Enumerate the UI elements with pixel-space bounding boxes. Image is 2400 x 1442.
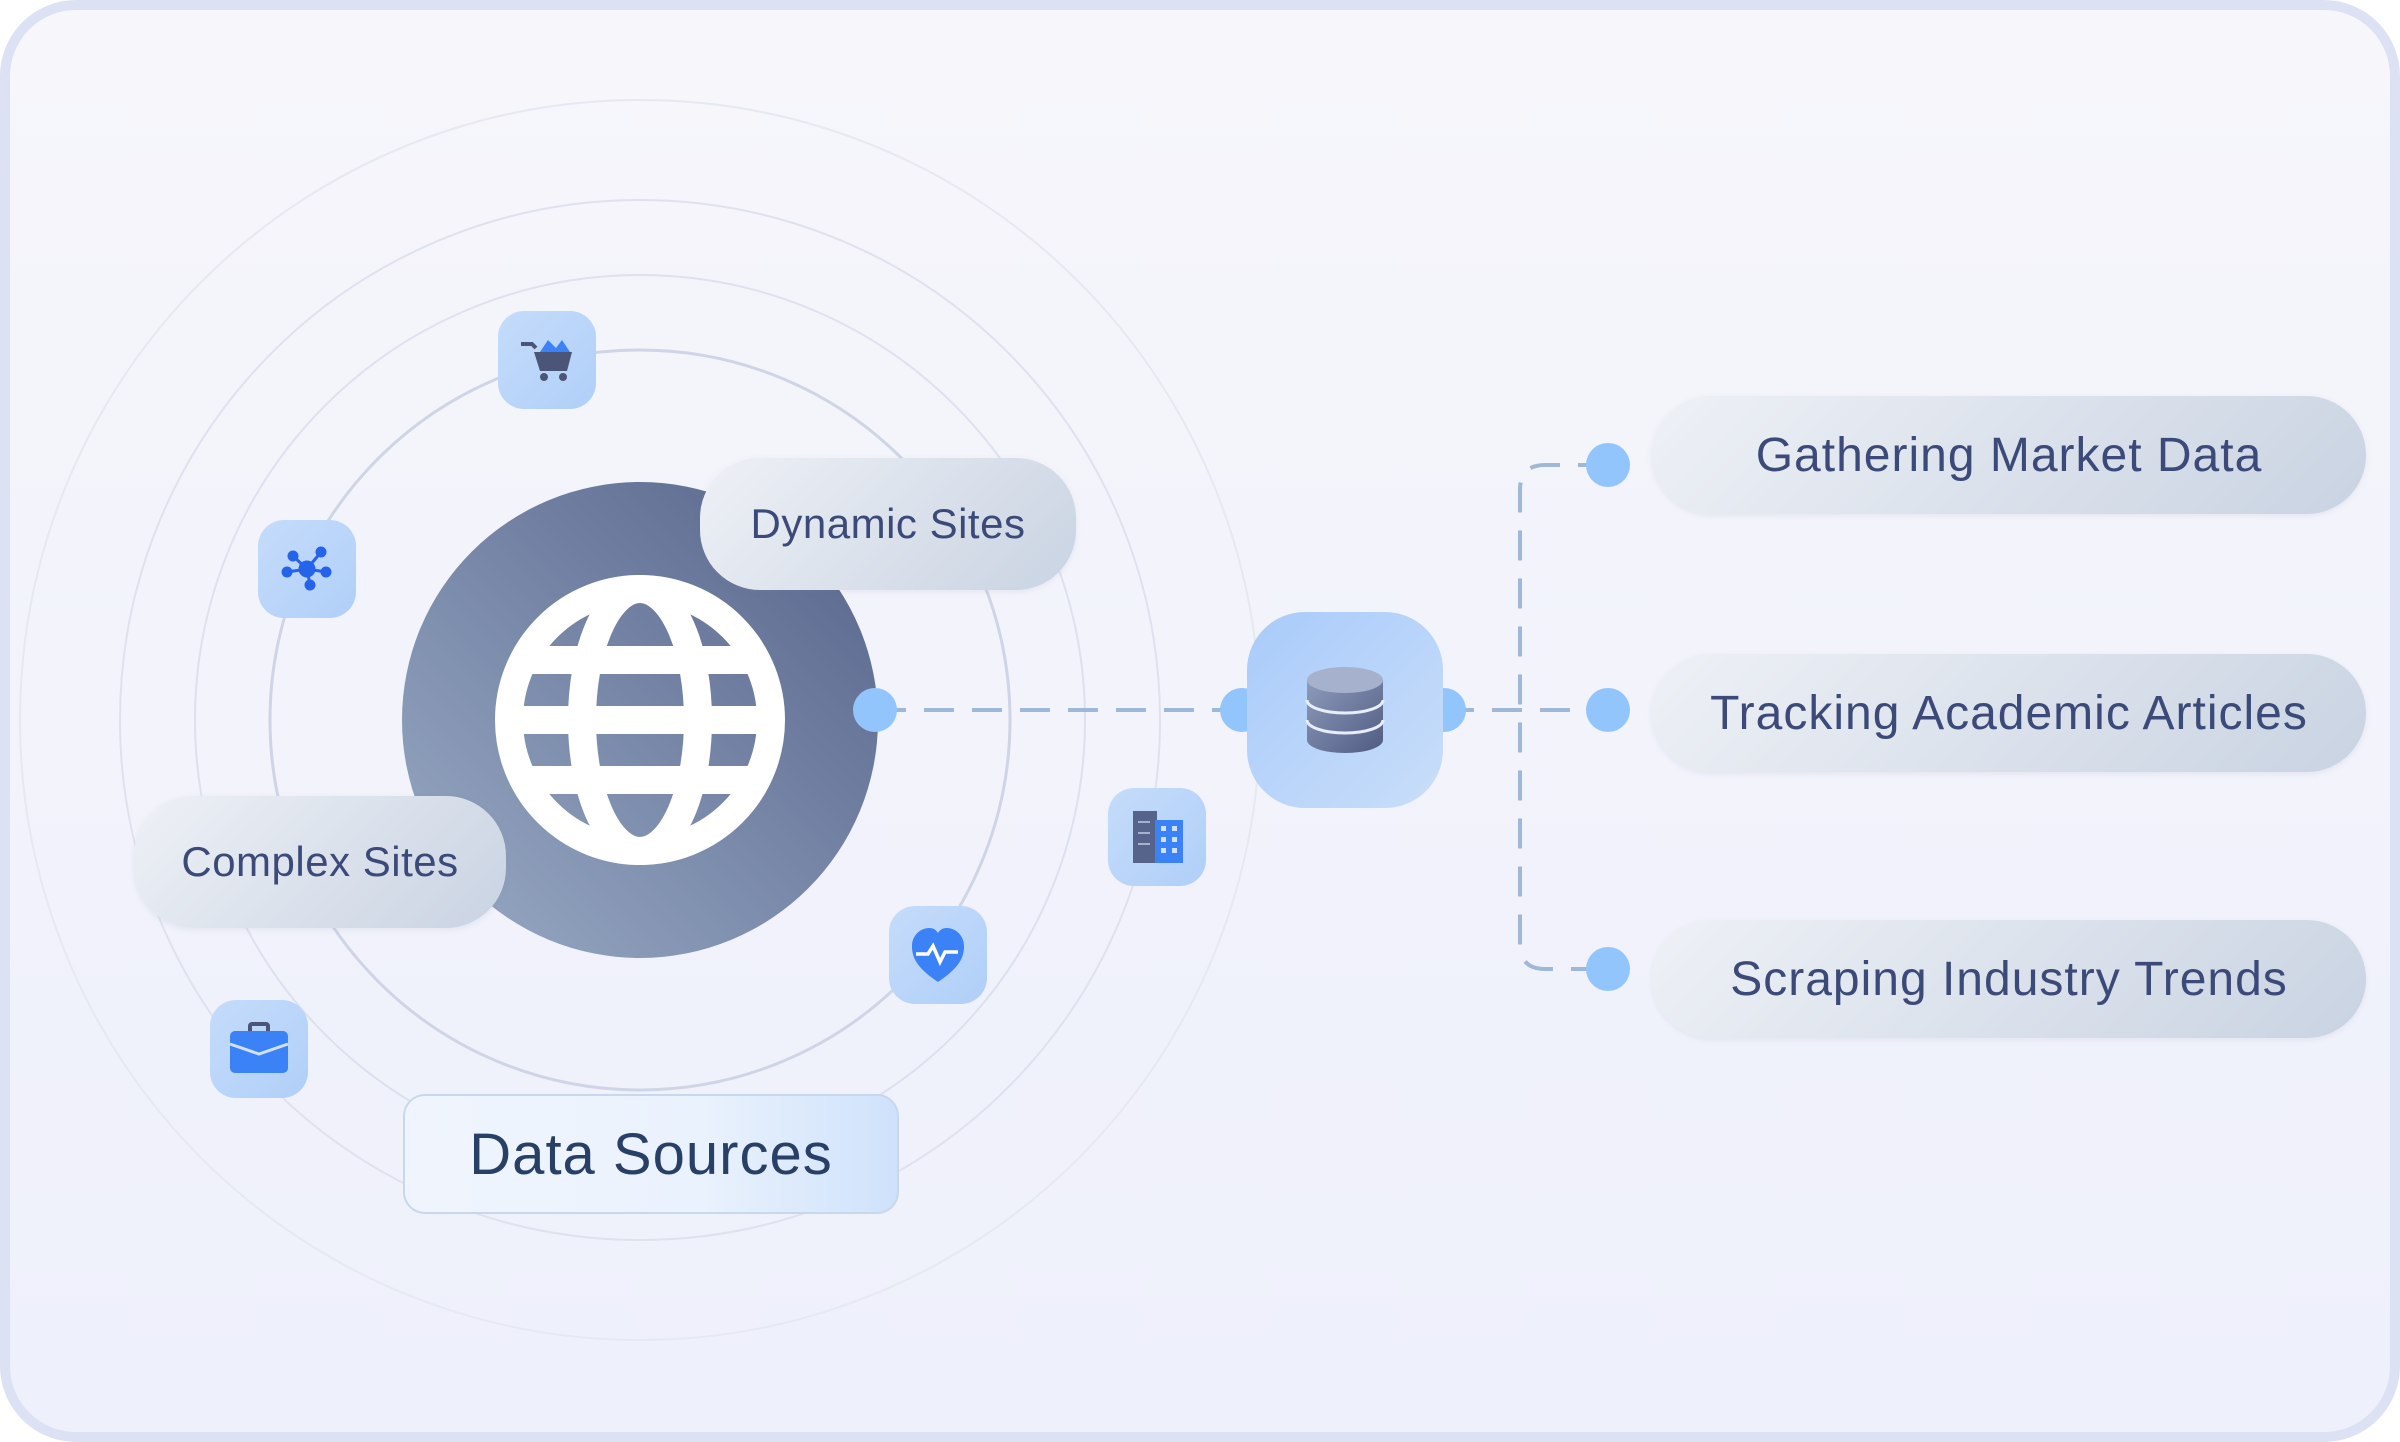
branch-dots	[1422, 443, 1630, 991]
globe-node	[402, 482, 878, 958]
center-label: Data Sources	[469, 1121, 833, 1187]
network-hub-icon	[281, 546, 332, 591]
office-building-icon	[1133, 811, 1183, 863]
globe-to-hub-connector	[853, 688, 1264, 732]
hub-branch-connectors	[1444, 463, 1608, 971]
globe-icon	[495, 575, 785, 865]
database-icon	[1305, 667, 1385, 753]
orbit-tile-cart	[498, 311, 596, 409]
orbit-tile-health	[889, 906, 987, 1004]
output-label: Gathering Market Data	[1755, 428, 2263, 482]
source-type-complex-sites: Complex Sites	[134, 796, 506, 928]
source-type-label: Complex Sites	[181, 838, 459, 885]
output-scraping-industry-trends: Scraping Industry Trends	[1652, 920, 2366, 1038]
hub-node	[1247, 612, 1443, 808]
source-type-label: Dynamic Sites	[750, 500, 1026, 547]
output-gathering-market-data: Gathering Market Data	[1652, 396, 2366, 514]
briefcase-icon	[229, 1022, 289, 1073]
output-tracking-academic-articles: Tracking Academic Articles	[1652, 654, 2366, 772]
orbit-tile-briefcase	[210, 1000, 308, 1098]
data-sources-label: Data Sources	[403, 1094, 899, 1214]
orbit-tile-building	[1108, 788, 1206, 886]
output-label: Scraping Industry Trends	[1730, 952, 2288, 1006]
heart-pulse-icon	[912, 928, 964, 982]
source-type-dynamic-sites: Dynamic Sites	[700, 458, 1076, 590]
output-label: Tracking Academic Articles	[1710, 686, 2308, 740]
orbit-tile-network	[258, 520, 356, 618]
shopping-cart-icon	[521, 340, 572, 381]
